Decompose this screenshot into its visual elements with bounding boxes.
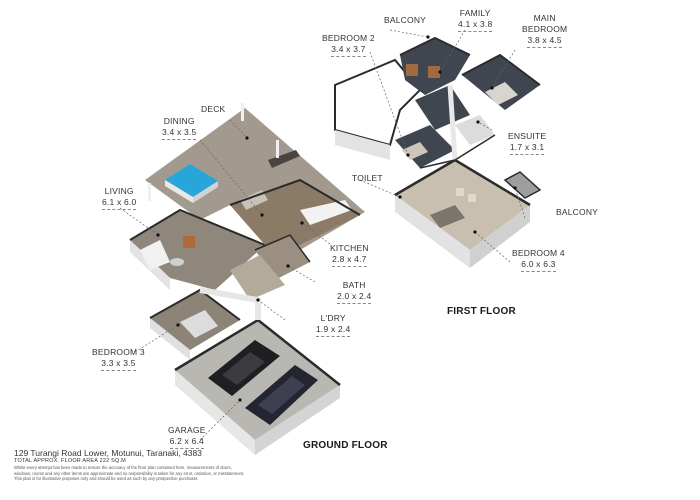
label-toilet: TOILET bbox=[352, 173, 383, 184]
label-kitchen: KITCHEN 2.8 x 4.7 bbox=[330, 243, 369, 267]
first-floor-title: FIRST FLOOR bbox=[447, 306, 516, 317]
balcony-right bbox=[503, 171, 542, 199]
room-name: BEDROOM bbox=[522, 24, 568, 34]
car-1 bbox=[208, 340, 280, 396]
ensuite-floor bbox=[455, 115, 495, 145]
room-name: BALCONY bbox=[384, 15, 427, 25]
label-bedroom4: BEDROOM 4 6.0 x 6.3 bbox=[512, 248, 565, 272]
room-dimensions: 4.1 x 3.8 bbox=[458, 19, 493, 32]
room-dimensions: 6.2 x 6.4 bbox=[169, 436, 204, 449]
car-2 bbox=[245, 365, 318, 425]
first-floor-plan bbox=[334, 36, 542, 268]
label-bedroom3: BEDROOM 3 3.3 x 3.5 bbox=[92, 347, 145, 371]
room-name: BEDROOM 3 bbox=[92, 347, 145, 357]
disclaimer-line-1: Whilst every attempt has been made to en… bbox=[14, 465, 232, 470]
room-name: LIVING bbox=[104, 186, 134, 196]
label-main-bedroom: MAIN BEDROOM 3.8 x 4.5 bbox=[522, 13, 567, 48]
room-name: ENSUITE bbox=[508, 131, 547, 141]
ground-floor-title: GROUND FLOOR bbox=[303, 440, 388, 451]
room-dimensions: 6.0 x 6.3 bbox=[521, 259, 556, 272]
pool bbox=[165, 164, 218, 203]
garage-floor bbox=[175, 320, 340, 440]
disclaimer-line-3: This plan is for illustrative purposes o… bbox=[14, 476, 199, 481]
label-bedroom2: BEDROOM 2 3.4 x 3.7 bbox=[322, 33, 375, 57]
label-balcony-right: BALCONY bbox=[556, 207, 598, 218]
room-name: L'DRY bbox=[320, 313, 346, 323]
label-deck: DECK bbox=[201, 104, 225, 115]
room-dimensions: 1.7 x 3.1 bbox=[509, 142, 545, 155]
room-name: DECK bbox=[201, 104, 226, 114]
room-dimensions: 3.4 x 3.5 bbox=[162, 127, 197, 140]
label-bath: BATH 2.0 x 2.4 bbox=[337, 280, 372, 304]
room-marker-dots bbox=[156, 35, 517, 402]
room-dimensions: 3.8 x 4.5 bbox=[527, 35, 562, 48]
room-name: BALCONY bbox=[556, 207, 599, 217]
room-name: GARAGE bbox=[168, 425, 206, 435]
ground-floor-plan bbox=[129, 103, 365, 455]
main-bedroom-floor bbox=[462, 55, 540, 110]
laundry-floor bbox=[230, 255, 285, 300]
label-laundry: L'DRY 1.9 x 2.4 bbox=[316, 313, 351, 337]
leader-lines bbox=[119, 29, 526, 441]
room-dimensions: 2.0 x 2.4 bbox=[337, 291, 372, 304]
label-dining: DINING 3.4 x 3.5 bbox=[162, 116, 197, 140]
room-name: MAIN bbox=[533, 13, 556, 23]
room-name: KITCHEN bbox=[330, 243, 369, 253]
hallway-floor bbox=[415, 85, 470, 130]
label-family: FAMILY 4.1 x 3.8 bbox=[458, 8, 493, 32]
room-dimensions: 3.4 x 3.7 bbox=[331, 44, 366, 57]
label-garage: GARAGE 6.2 x 6.4 bbox=[168, 425, 206, 449]
room-dimensions: 3.3 x 3.5 bbox=[101, 358, 136, 371]
room-name: DINING bbox=[163, 116, 195, 126]
label-balcony-top: BALCONY bbox=[384, 15, 426, 26]
property-address: 129 Turangi Road Lower, Motunui, Taranak… bbox=[14, 448, 202, 458]
room-name: TOILET bbox=[352, 173, 383, 183]
room-name: BEDROOM 2 bbox=[322, 33, 375, 43]
room-dimensions: 2.8 x 4.7 bbox=[332, 254, 367, 267]
footer: 129 Turangi Road Lower, Motunui, Taranak… bbox=[14, 448, 374, 482]
room-dimensions: 6.1 x 6.0 bbox=[102, 197, 137, 210]
total-floor-area: TOTAL APPROX. FLOOR AREA 222 SQ.M bbox=[14, 458, 126, 464]
outdoor-dining-table bbox=[268, 150, 300, 168]
disclaimer-line-2: windows, rooms and any other items are a… bbox=[14, 470, 245, 476]
label-ensuite: ENSUITE 1.7 x 3.1 bbox=[508, 131, 546, 155]
label-living: LIVING 6.1 x 6.0 bbox=[102, 186, 137, 210]
room-name: BEDROOM 4 bbox=[512, 248, 565, 258]
room-dimensions: 1.9 x 2.4 bbox=[316, 324, 351, 337]
room-name: BATH bbox=[342, 280, 366, 290]
bedroom4-floor bbox=[395, 160, 530, 250]
room-name: FAMILY bbox=[459, 8, 491, 18]
